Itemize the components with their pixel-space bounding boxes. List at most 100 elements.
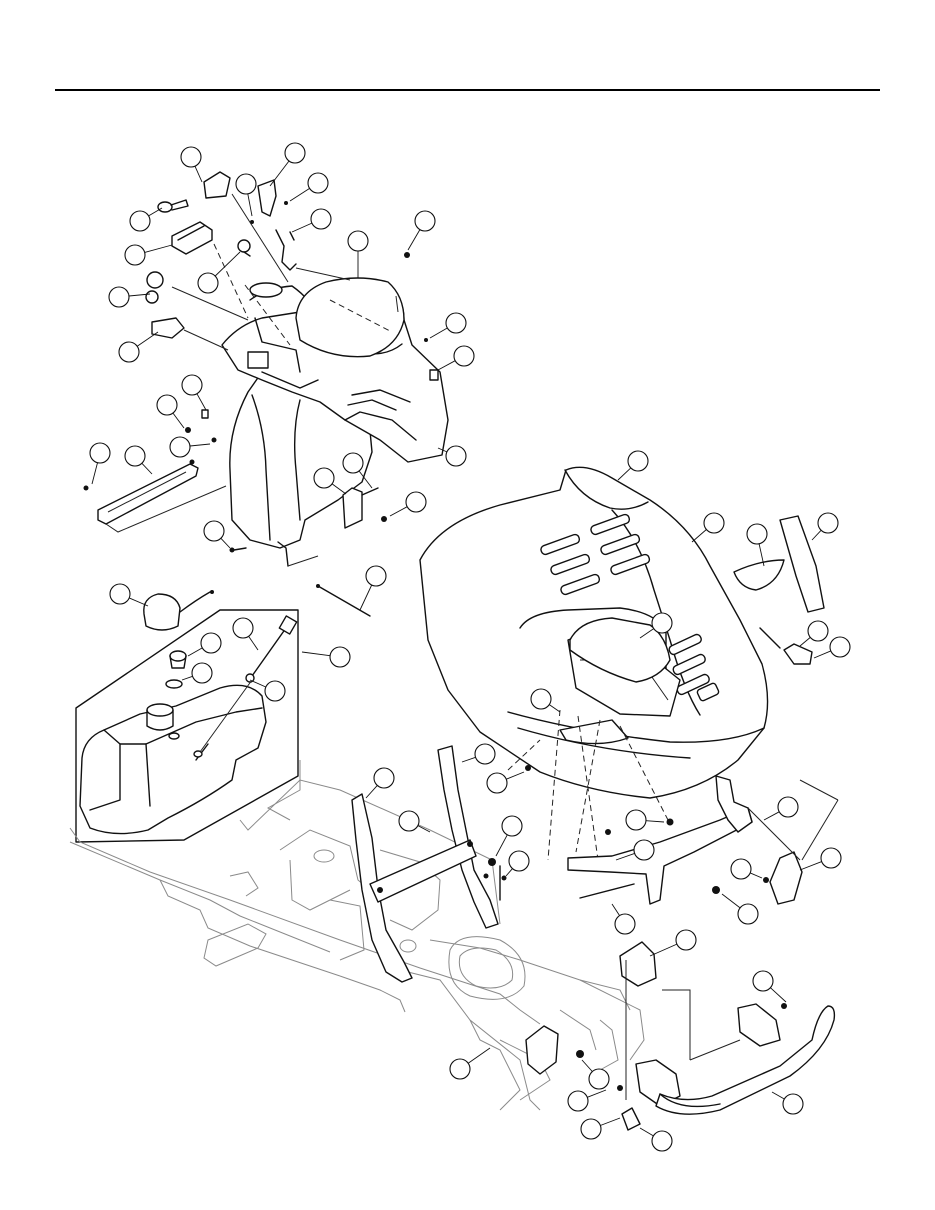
callout-leader bbox=[220, 537, 231, 549]
headlight-lens-right bbox=[779, 515, 825, 613]
callout-bubble bbox=[284, 142, 306, 164]
ignition-key bbox=[157, 199, 189, 213]
headlight-lens-left bbox=[733, 559, 785, 591]
fuel-line bbox=[251, 627, 287, 677]
callout-bubble bbox=[580, 1118, 602, 1140]
callout-leader bbox=[187, 647, 203, 657]
bumper-mount-lower bbox=[635, 1059, 681, 1107]
front-bumper bbox=[655, 1005, 836, 1115]
throttle-knob bbox=[146, 271, 164, 289]
callout-leader bbox=[291, 222, 313, 233]
callout-bubble bbox=[567, 1090, 589, 1112]
callout-leader bbox=[407, 229, 421, 251]
fuel-tank bbox=[79, 684, 267, 835]
callout-bubble bbox=[675, 929, 697, 951]
callout-bubble bbox=[310, 208, 332, 230]
callout-leader bbox=[639, 1127, 654, 1137]
callout-bubble bbox=[625, 809, 647, 831]
callout-leader bbox=[600, 1117, 621, 1126]
callout-leader bbox=[365, 785, 378, 799]
callout-leader bbox=[758, 543, 765, 567]
callout-bubble bbox=[347, 230, 369, 252]
callout-bubble bbox=[817, 512, 839, 534]
callout-leader bbox=[181, 675, 193, 681]
callout-bubble bbox=[807, 620, 829, 642]
callout-leader bbox=[811, 529, 822, 541]
hood-grille-slots bbox=[540, 513, 720, 702]
dash-top-cover bbox=[295, 277, 405, 358]
callout-bubble bbox=[264, 680, 286, 702]
dash-components bbox=[145, 171, 439, 553]
fuel-cap bbox=[143, 593, 181, 631]
callout-bubble bbox=[486, 772, 508, 794]
callout-bubble bbox=[398, 810, 420, 832]
callout-bubble bbox=[181, 374, 203, 396]
callout-leader bbox=[269, 160, 290, 187]
callout-bubble bbox=[124, 445, 146, 467]
callout-leader bbox=[813, 650, 831, 659]
callout-leader bbox=[437, 360, 456, 371]
callout-leader bbox=[359, 584, 373, 611]
pto-switch bbox=[203, 171, 231, 199]
callout-bubble bbox=[703, 512, 725, 534]
callout-leader bbox=[549, 704, 561, 713]
hood bbox=[419, 466, 825, 861]
callout-leader bbox=[389, 506, 408, 517]
callout-bubble bbox=[180, 146, 202, 168]
callout-bubble bbox=[191, 662, 213, 684]
callout-bubble bbox=[530, 688, 552, 710]
callout-leader bbox=[750, 872, 763, 879]
callout-bubble bbox=[405, 491, 427, 513]
callout-leader bbox=[587, 1089, 607, 1098]
callout-bubble bbox=[89, 442, 111, 464]
callout-leader bbox=[645, 820, 665, 823]
callout-bubble bbox=[445, 312, 467, 334]
callout-bubble bbox=[730, 858, 752, 880]
callout-leader bbox=[721, 893, 741, 909]
callout-bubble bbox=[782, 1093, 804, 1115]
bumper-mount-right bbox=[737, 1003, 781, 1047]
ignition-switch bbox=[171, 221, 213, 255]
callouts bbox=[89, 142, 851, 1152]
callout-bubble bbox=[737, 903, 759, 925]
callout-bubble bbox=[169, 436, 191, 458]
bumper-mount-left bbox=[619, 941, 657, 987]
callout-leader bbox=[331, 483, 347, 495]
callout-bubble bbox=[501, 815, 523, 837]
callout-leader bbox=[358, 470, 373, 489]
callout-bubble bbox=[651, 1130, 673, 1152]
callout-bubble bbox=[746, 523, 768, 545]
callout-bubble bbox=[453, 345, 475, 367]
callout-bubble bbox=[614, 913, 636, 935]
callout-bubble bbox=[200, 632, 222, 654]
callout-bubble bbox=[633, 839, 655, 861]
callout-leader bbox=[799, 861, 822, 871]
callout-leader bbox=[639, 628, 654, 639]
callout-bubble bbox=[307, 172, 329, 194]
callout-bubble bbox=[235, 173, 257, 195]
callout-leader bbox=[461, 756, 476, 763]
callout-bubble bbox=[129, 210, 151, 232]
callout-bubble bbox=[414, 210, 436, 232]
callout-leader bbox=[763, 811, 780, 821]
callout-leader bbox=[248, 636, 259, 651]
callout-bubble bbox=[820, 847, 842, 869]
callout-leader bbox=[617, 467, 632, 481]
callout-leader bbox=[691, 529, 707, 543]
callout-leader bbox=[771, 1091, 785, 1100]
callout-leader bbox=[249, 679, 266, 688]
callout-leader bbox=[301, 651, 331, 657]
pivot-bracket-right bbox=[437, 745, 499, 929]
callout-bubble bbox=[651, 612, 673, 634]
callout-bubble bbox=[752, 970, 774, 992]
callout-leader bbox=[429, 327, 448, 339]
callout-leader bbox=[611, 903, 620, 916]
headlight-bulb bbox=[783, 643, 813, 665]
callout-bubble bbox=[156, 394, 178, 416]
callout-leader bbox=[148, 207, 163, 217]
callout-leader bbox=[141, 462, 153, 475]
callout-bubble bbox=[829, 636, 851, 658]
callout-bubble bbox=[342, 452, 364, 474]
callout-leader bbox=[91, 462, 98, 485]
